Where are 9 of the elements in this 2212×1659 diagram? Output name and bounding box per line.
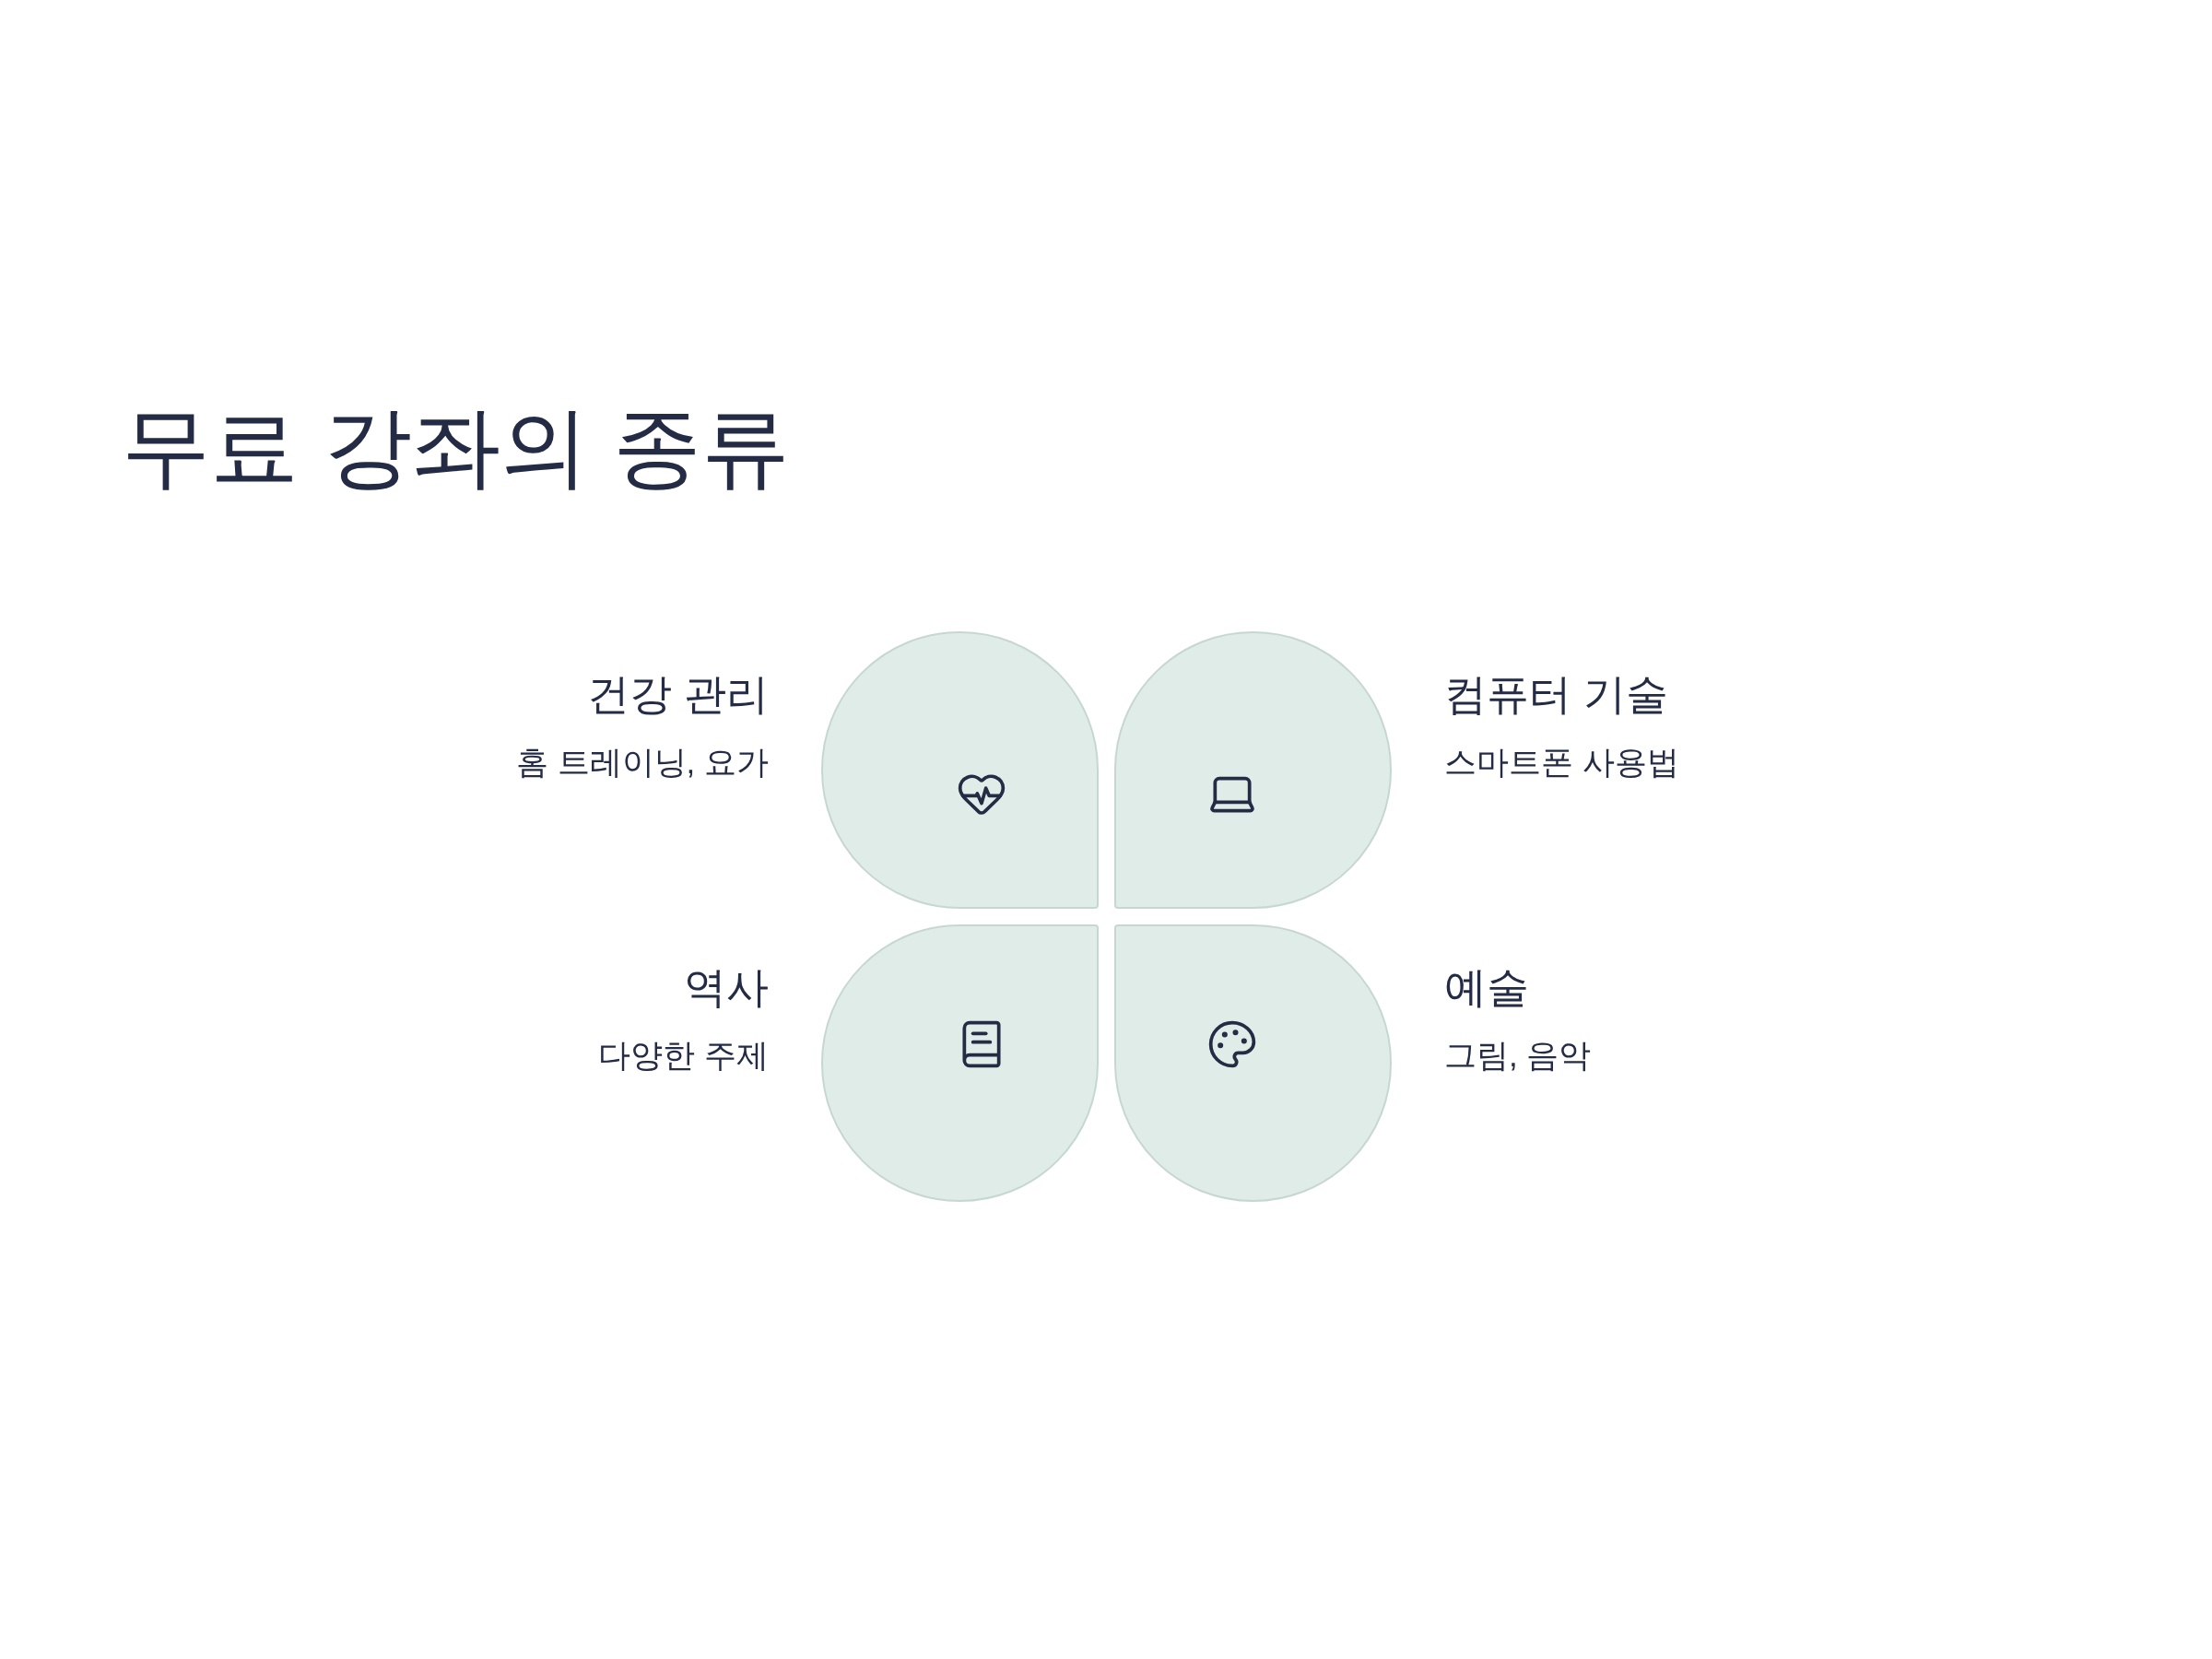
category-heading: 예술 bbox=[1444, 962, 1529, 1013]
category-description: 스마트폰 사용법 bbox=[1444, 742, 1679, 782]
title: 무료 강좌의 종류 bbox=[122, 396, 791, 498]
category-description: 그림, 음악 bbox=[1444, 1035, 1592, 1075]
category-heading: 역사 bbox=[684, 962, 769, 1013]
category-heading: 컴퓨터 기술 bbox=[1444, 669, 1668, 720]
category-description: 홈 트레이닝, 요가 bbox=[515, 742, 769, 782]
category-description: 다양한 주제 bbox=[598, 1035, 769, 1075]
category-heading: 건강 관리 bbox=[587, 669, 769, 720]
